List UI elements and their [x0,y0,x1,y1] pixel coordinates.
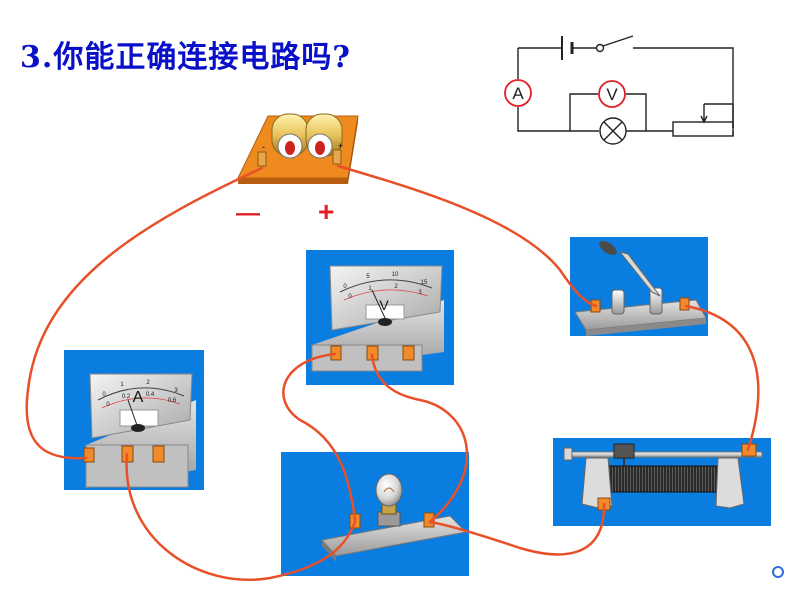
wire-battery-minus-to-ammeter [25,166,264,460]
battery-terminal-plus-mark: + [338,141,343,151]
battery-terminal-minus-mark: - [262,142,265,152]
wire-rheostat-to-bulb [428,502,606,556]
knife-switch [574,238,707,336]
schematic-voltmeter-label: V [606,85,618,104]
ammeter-tick-2: 2 [146,380,150,386]
ammeter-tick-3: 3 [174,388,178,394]
ammeter-tick-1: 1 [120,382,124,388]
wire-voltmeter-to-bulb-left [282,352,357,522]
slide-nav-dot[interactable] [772,566,784,578]
battery-cell-right [305,113,343,159]
battery-terminal-minus[interactable] [257,151,267,167]
schematic-ammeter-label: A [512,84,524,103]
voltmeter-tick-0: 0 [343,284,347,290]
battery-holder: - + [237,113,359,184]
ammeter-terminal-negative[interactable] [83,447,95,463]
ammeter-tick-7: 0.6 [168,398,177,404]
voltmeter-terminal-3v[interactable] [402,345,415,361]
ammeter-terminal-06a[interactable] [152,445,165,463]
voltmeter-tick-3: 15 [421,280,428,286]
wire-battery-plus-to-switch [336,164,598,308]
wires [25,164,760,581]
battery-cell-left [271,113,309,159]
voltmeter-tick-6: 2 [394,284,398,290]
battery-minus-label: — [236,200,260,227]
voltmeter-tick-4: 0 [348,294,352,300]
ammeter-tick-4: 0 [106,402,110,408]
voltmeter-tick-1: 5 [366,274,370,280]
voltmeter-tick-5: 1 [368,286,372,292]
circuit-schematic [517,35,734,145]
rheostat [563,443,763,511]
slide-title: 3.你能正确连接电路吗? [20,40,351,75]
light-bulb [321,473,468,562]
battery-plus-label: + [318,196,334,227]
battery-terminal-plus[interactable] [332,149,342,165]
ammeter-tick-0: 0 [102,392,106,398]
ammeter-tick-6: 0.4 [146,392,155,398]
ammeter-tick-5: 0.2 [122,394,131,400]
voltmeter-tick-2: 10 [392,272,399,278]
wire-switch-to-rheostat [684,304,760,452]
rheostat-slider[interactable] [613,443,635,459]
schematic-ammeter-symbol: A [504,79,532,107]
voltmeter-letter: V [379,297,389,313]
wire-bulb-to-voltmeter [370,353,469,524]
schematic-voltmeter-symbol: V [598,80,626,108]
ammeter: A 0 1 2 3 0 0.2 0.4 0.6 [83,373,196,488]
switch-terminal-right[interactable] [679,297,690,311]
wire-ammeter-to-bulb [125,452,357,581]
ammeter-letter: A [133,389,144,406]
switch-handle[interactable] [597,238,619,258]
voltmeter: V 0 5 10 15 0 1 2 3 [311,265,444,372]
voltmeter-terminal-negative[interactable] [330,345,342,361]
voltmeter-tick-7: 3 [418,290,422,296]
